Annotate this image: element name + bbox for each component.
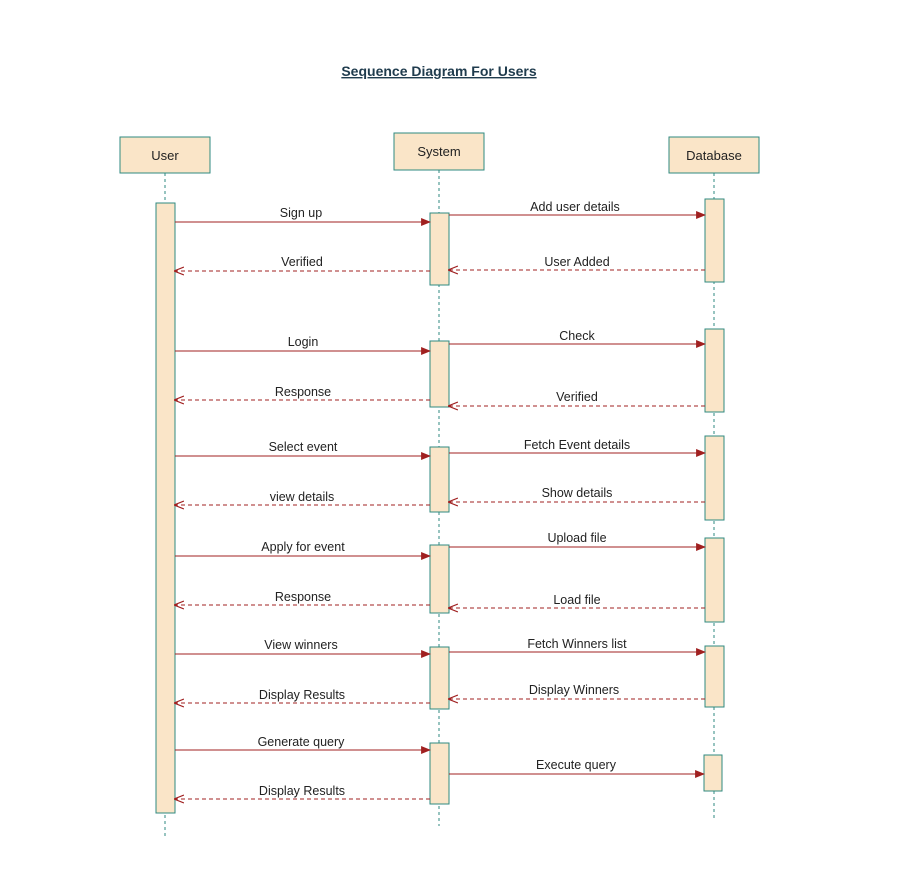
participant-label: User <box>151 148 179 163</box>
participant-label: Database <box>686 148 742 163</box>
activation-database-5 <box>704 645 725 708</box>
message-label: Verified <box>556 390 598 404</box>
message-label: Response <box>275 385 331 399</box>
activation-user <box>155 202 176 814</box>
message-label: Select event <box>269 440 338 454</box>
message-label: Show details <box>542 486 613 500</box>
message-label: Upload file <box>547 531 606 545</box>
participant-box <box>119 136 211 174</box>
message-label: Fetch Event details <box>524 438 630 452</box>
activation-database-6 <box>703 754 723 792</box>
participant-box <box>393 132 485 171</box>
diagram-title: Sequence Diagram For Users <box>341 63 537 79</box>
message-label: Load file <box>553 593 600 607</box>
activation-system-1 <box>429 212 450 286</box>
activation-database-4 <box>704 537 725 623</box>
message-label: User Added <box>544 255 609 269</box>
message-label: Login <box>288 335 319 349</box>
message-label: Response <box>275 590 331 604</box>
message-label: view details <box>270 490 335 504</box>
participant-user: User <box>119 136 211 174</box>
message-label: View winners <box>264 638 337 652</box>
message-label: Verified <box>281 255 323 269</box>
participant-box <box>668 136 760 174</box>
message-label: Fetch Winners list <box>527 637 627 651</box>
participant-system: System <box>393 132 485 171</box>
activation-system-6 <box>429 742 450 805</box>
activation-database-3 <box>704 435 725 521</box>
message-label: Apply for event <box>261 540 345 554</box>
message-label: Display Results <box>259 688 345 702</box>
message-label: Display Results <box>259 784 345 798</box>
activation-system-4 <box>429 544 450 614</box>
activation-system-5 <box>429 646 450 710</box>
message-label: Check <box>559 329 595 343</box>
participant-database: Database <box>668 136 760 174</box>
message-label: Display Winners <box>529 683 619 697</box>
activation-system-3 <box>429 446 450 513</box>
message-label: Sign up <box>280 206 322 220</box>
activation-system-2 <box>429 340 450 408</box>
message-label: Add user details <box>530 200 620 214</box>
message-label: Generate query <box>258 735 346 749</box>
activation-database-1 <box>704 198 725 283</box>
participant-label: System <box>417 144 460 159</box>
activation-database-2 <box>704 328 725 413</box>
message-label: Execute query <box>536 758 617 772</box>
